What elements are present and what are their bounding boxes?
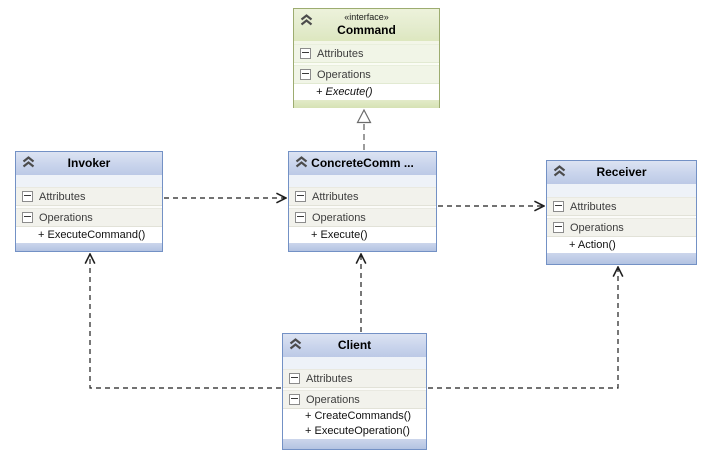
collapse-minus-icon[interactable] [553, 222, 564, 233]
class-title: Receiver [596, 165, 647, 179]
operations-section[interactable]: Operations [16, 208, 162, 227]
attributes-section[interactable]: Attributes [294, 44, 439, 63]
collapse-minus-icon[interactable] [289, 373, 300, 384]
attributes-label: Attributes [306, 372, 353, 385]
class-header: Invoker [16, 152, 162, 175]
attributes-label: Attributes [39, 190, 86, 203]
class-box-concretecommand[interactable]: ConcreteComm ... Attributes Operations +… [288, 151, 437, 252]
collapse-minus-icon[interactable] [22, 191, 33, 202]
collapse-minus-icon[interactable] [22, 212, 33, 223]
stereotype-label: «interface» [344, 12, 389, 22]
realization-concretecommand-command[interactable] [356, 108, 372, 150]
collapse-chevron-icon[interactable] [21, 156, 36, 169]
class-header: ConcreteComm ... [289, 152, 436, 175]
operations-section[interactable]: Operations [547, 218, 696, 237]
operations-section[interactable]: Operations [283, 390, 426, 409]
operation-item[interactable]: + Execute() [294, 84, 439, 100]
class-header: Receiver [547, 161, 696, 184]
operations-label: Operations [317, 68, 371, 81]
header-gap [283, 357, 426, 369]
attributes-label: Attributes [570, 200, 617, 213]
attributes-section[interactable]: Attributes [283, 369, 426, 388]
attributes-section[interactable]: Attributes [547, 197, 696, 216]
class-title: ConcreteComm ... [311, 156, 414, 170]
box-footer [289, 243, 436, 251]
operation-item[interactable]: + Action() [547, 237, 696, 253]
class-box-receiver[interactable]: Receiver Attributes Operations + Action(… [546, 160, 697, 265]
class-header: «interface» Command [294, 9, 439, 41]
box-footer [547, 253, 696, 264]
operation-item[interactable]: + CreateCommands() [283, 409, 426, 424]
collapse-minus-icon[interactable] [295, 212, 306, 223]
operation-item[interactable]: + ExecuteOperation() [283, 424, 426, 439]
class-box-client[interactable]: Client Attributes Operations + CreateCom… [282, 333, 427, 450]
collapse-minus-icon[interactable] [300, 69, 311, 80]
class-header: Client [283, 334, 426, 357]
attributes-label: Attributes [312, 190, 359, 203]
attributes-section[interactable]: Attributes [16, 187, 162, 206]
class-box-command[interactable]: «interface» Command Attributes Operation… [293, 8, 440, 108]
operations-section[interactable]: Operations [294, 65, 439, 84]
header-gap [547, 184, 696, 197]
header-gap [16, 175, 162, 187]
box-footer [294, 100, 439, 108]
class-title: Invoker [67, 156, 111, 170]
operations-section[interactable]: Operations [289, 208, 436, 227]
dependency-client-receiver[interactable] [428, 267, 618, 389]
header-gap [294, 41, 439, 44]
operations-label: Operations [306, 393, 360, 406]
class-title: Command [337, 23, 396, 37]
operations-label: Operations [312, 211, 366, 224]
collapse-minus-icon[interactable] [289, 394, 300, 405]
class-title: Client [337, 338, 372, 352]
collapse-minus-icon[interactable] [300, 48, 311, 59]
collapse-minus-icon[interactable] [553, 201, 564, 212]
collapse-chevron-icon[interactable] [294, 156, 309, 169]
operation-item[interactable]: + ExecuteCommand() [16, 227, 162, 243]
collapse-chevron-icon[interactable] [299, 14, 314, 27]
collapse-chevron-icon[interactable] [288, 338, 303, 351]
operation-item[interactable]: + Execute() [289, 227, 436, 243]
dependency-client-invoker[interactable] [90, 254, 281, 389]
header-gap [289, 175, 436, 187]
attributes-section[interactable]: Attributes [289, 187, 436, 206]
operations-label: Operations [39, 211, 93, 224]
realization-triangle-arrowhead [356, 108, 372, 124]
class-box-invoker[interactable]: Invoker Attributes Operations + ExecuteC… [15, 151, 163, 252]
box-footer [16, 243, 162, 251]
collapse-chevron-icon[interactable] [552, 165, 567, 178]
attributes-label: Attributes [317, 47, 364, 60]
operations-label: Operations [570, 221, 624, 234]
box-footer [283, 439, 426, 449]
collapse-minus-icon[interactable] [295, 191, 306, 202]
